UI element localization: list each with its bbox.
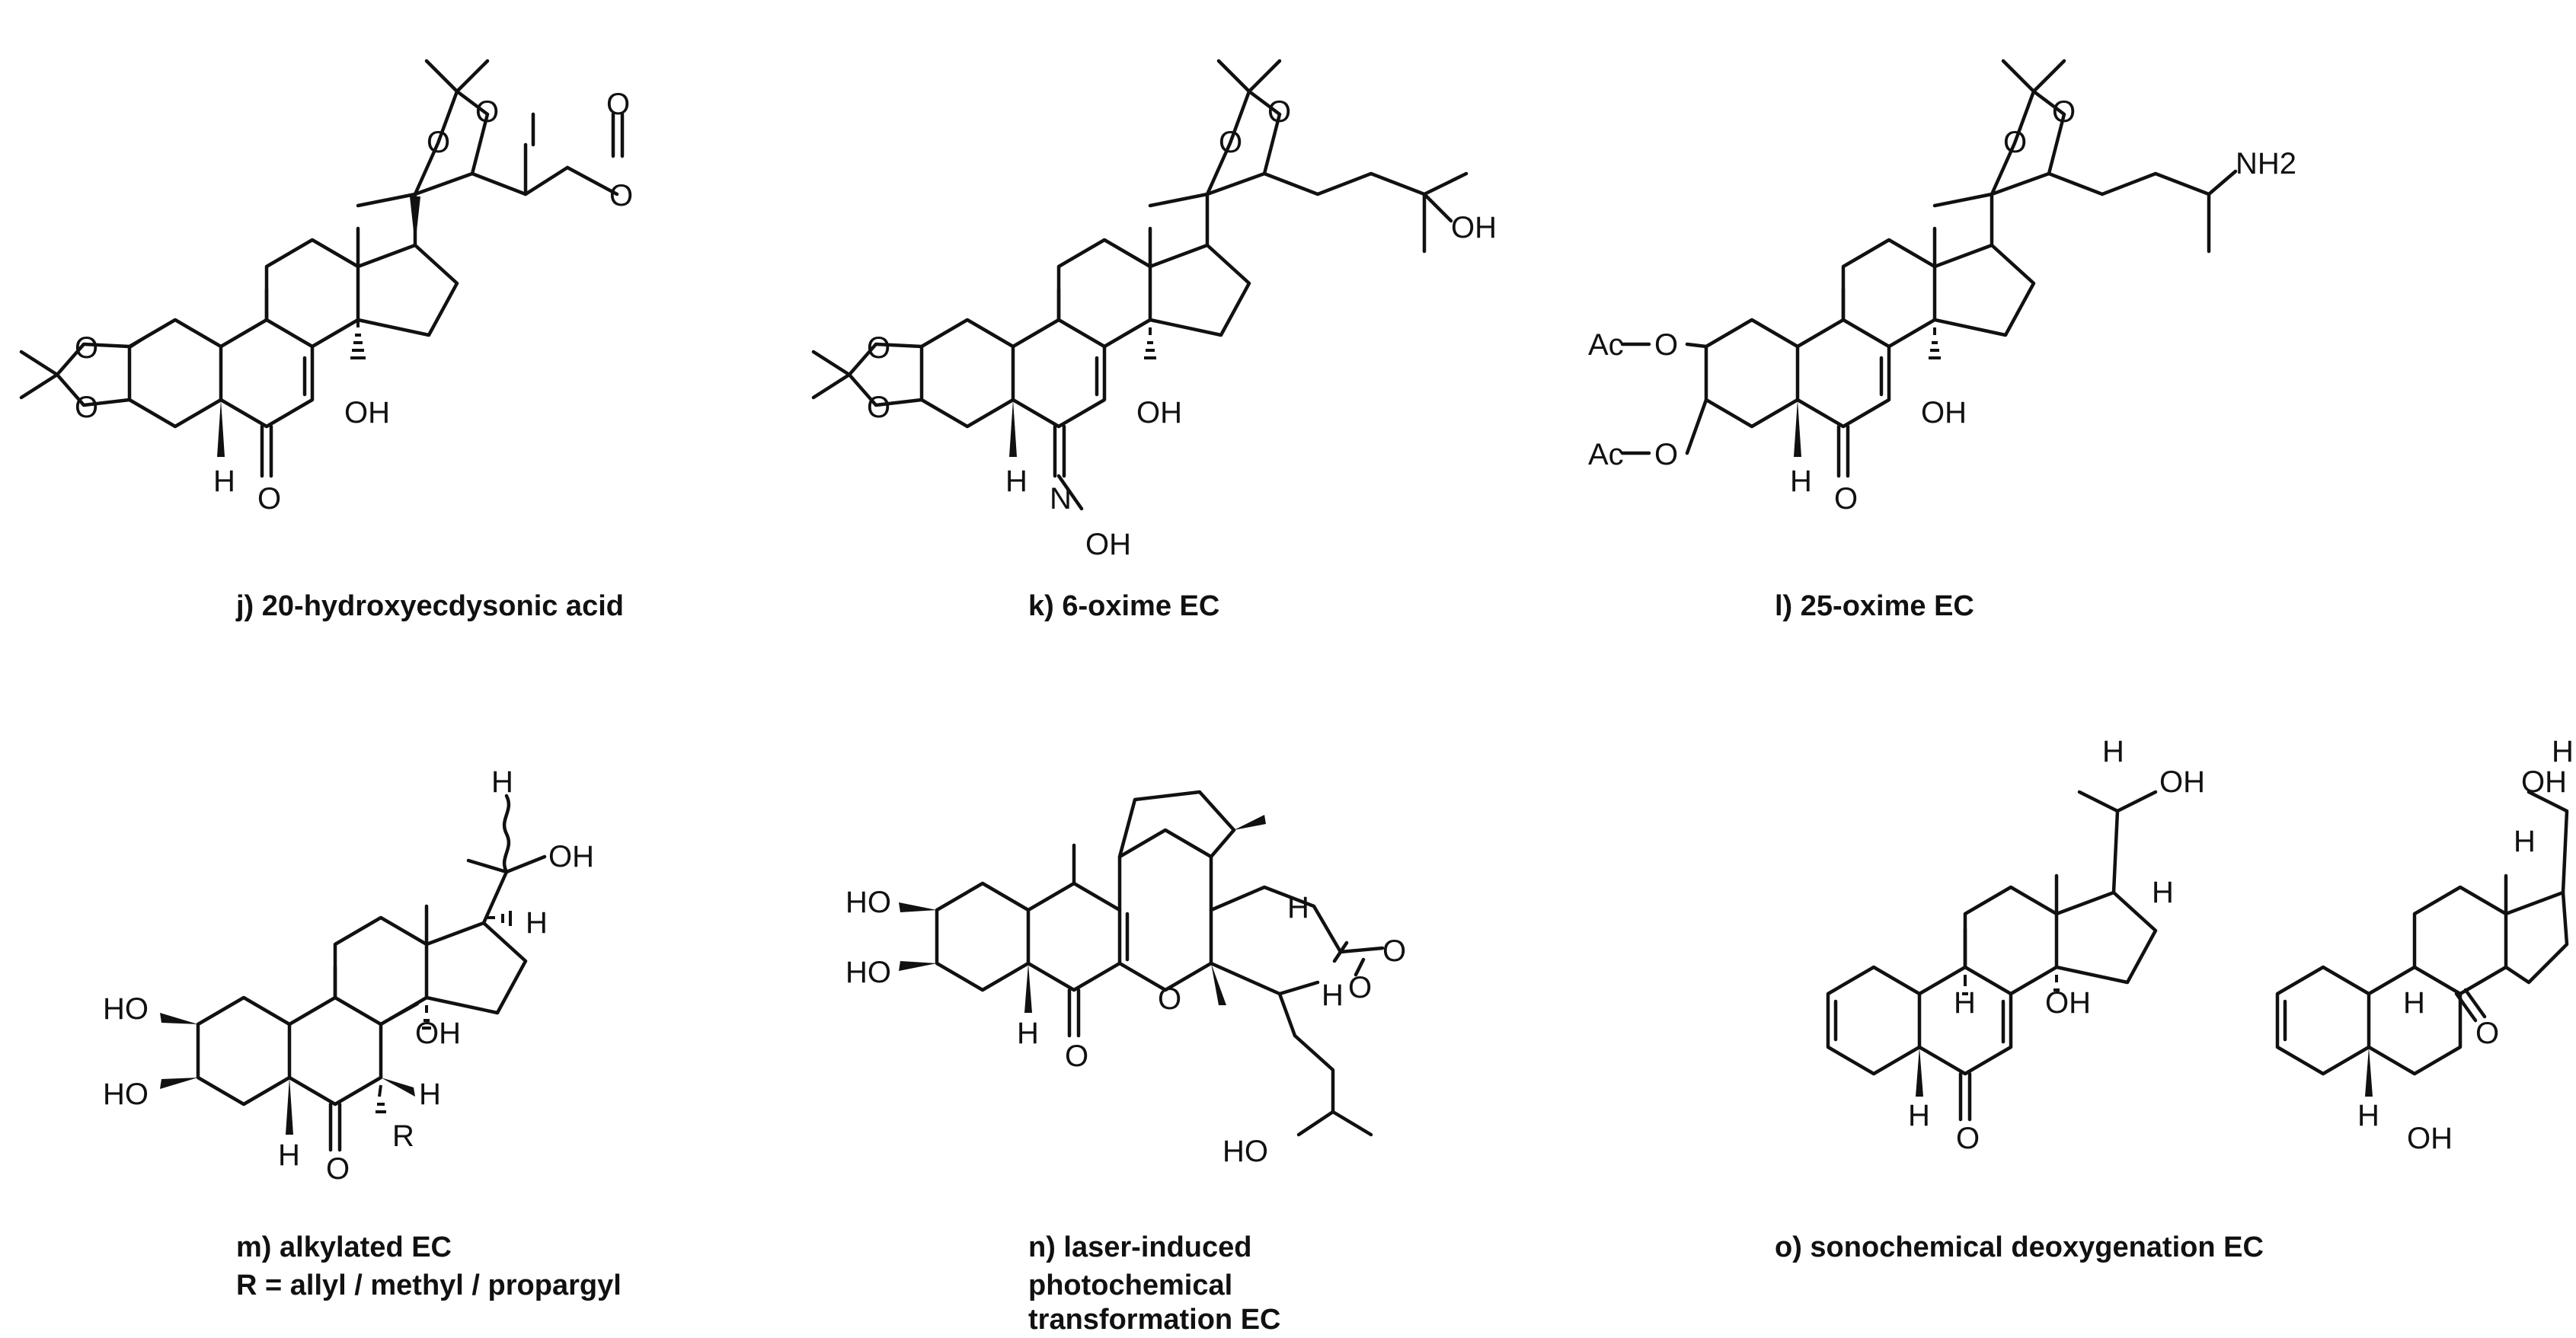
atom-O: O	[1834, 482, 1858, 516]
bonds-k	[811, 59, 1469, 511]
atom-HO: HO	[845, 956, 891, 989]
atom-O: O	[1654, 328, 1678, 362]
compound-caption-line: m) alkylated EC	[236, 1231, 452, 1263]
caption-k: k) 6-oxime EC	[1028, 590, 1219, 622]
bonds-n	[899, 790, 1385, 1137]
atom-H: H	[1908, 1099, 1930, 1132]
compound-caption-line: photochemical	[1028, 1269, 1232, 1301]
atom-labels-n: HO HO H O O H H O O HO	[845, 886, 1406, 1168]
atom-O: O	[1158, 982, 1181, 1016]
compound-caption-line: k) 6-oxime EC	[1028, 590, 1219, 622]
atom-OH: OH	[1085, 528, 1131, 561]
atom-NH2: NH2	[2236, 147, 2296, 180]
compound-caption-line: l) 25-oxime EC	[1775, 590, 1974, 622]
atom-H: H	[2514, 825, 2536, 858]
atom-labels-o: H OH H O H H OH H O H OH H H OH	[1908, 735, 2574, 1155]
compound-j: O O O O OH H O O O j) 20-hydroxyecdysoni…	[19, 59, 633, 622]
atom-H: H	[2357, 1099, 2379, 1132]
atom-O: O	[1065, 1039, 1088, 1073]
atom-OH: OH	[2159, 765, 2205, 799]
atom-O: O	[75, 391, 98, 424]
atom-O: O	[257, 482, 281, 516]
atom-O: O	[2052, 95, 2076, 129]
compound-caption-line: o) sonochemical deoxygenation EC	[1775, 1231, 2264, 1263]
atom-O: O	[475, 95, 499, 129]
atom-OH: OH	[415, 1017, 461, 1050]
atom-H: H	[419, 1078, 441, 1111]
atom-labels-k: O O O O OH H N OH OH	[867, 95, 1497, 561]
atom-OH: OH	[548, 840, 594, 873]
atom-H: H	[2152, 876, 2174, 909]
atom-OH: OH	[2045, 986, 2091, 1020]
bonds-o	[1826, 790, 2569, 1122]
atom-H: H	[526, 906, 548, 940]
bonds-l	[1620, 59, 2238, 478]
atom-O: O	[427, 126, 450, 159]
atom-O: O	[2003, 126, 2027, 159]
atom-HO: HO	[845, 886, 891, 919]
atom-H: H	[1322, 979, 1344, 1012]
compound-n: HO HO H O O H H O O HO n) laser-induced …	[845, 790, 1406, 1336]
compound-o: H OH H O H H OH H O H OH H H OH o) sonoc…	[1775, 735, 2574, 1263]
atom-H: H	[1954, 986, 1976, 1020]
atom-labels-j: O O O O OH H O O O	[75, 88, 633, 516]
compound-caption-line: transformation EC	[1028, 1304, 1280, 1334]
atom-O: O	[606, 88, 630, 121]
atom-OH: OH	[1451, 211, 1497, 244]
caption-l: l) 25-oxime EC	[1775, 590, 1974, 622]
compound-caption-line: R = allyl / methyl / propargyl	[236, 1269, 622, 1301]
atom-O: O	[1219, 126, 1242, 159]
atom-H: H	[2552, 735, 2574, 768]
atom-O: O	[609, 179, 633, 212]
atom-OH: OH	[2521, 765, 2567, 799]
compound-caption-line: j) 20-hydroxyecdysonic acid	[235, 590, 624, 622]
atom-Ac: Ac	[1588, 328, 1624, 362]
atom-labels-m: HO HO OH H O R H H H OH	[103, 765, 594, 1186]
atom-OH: OH	[1136, 396, 1182, 430]
atom-O: O	[867, 391, 890, 424]
atom-OH: OH	[344, 396, 390, 430]
atom-H: H	[278, 1138, 300, 1172]
atom-H: H	[2403, 986, 2425, 1020]
caption-m: m) alkylated EC R = allyl / methyl / pro…	[236, 1231, 622, 1301]
atom-H: H	[2102, 735, 2124, 768]
atom-O: O	[2475, 1017, 2499, 1050]
atom-HO: HO	[103, 992, 149, 1026]
atom-R: R	[392, 1119, 414, 1153]
atom-H: H	[1017, 1017, 1039, 1050]
atom-O: O	[1348, 971, 1372, 1004]
atom-O: O	[867, 331, 890, 365]
bonds-m	[160, 794, 547, 1152]
atom-Ac: Ac	[1588, 438, 1624, 471]
atom-OH: OH	[2407, 1122, 2453, 1155]
atom-H: H	[213, 465, 235, 498]
atom-N: N	[1050, 482, 1072, 516]
atom-O: O	[1956, 1122, 1980, 1155]
compound-m: HO HO OH H O R H H H OH m) alkylated EC …	[103, 765, 622, 1301]
atom-H: H	[1005, 465, 1028, 498]
atom-H: H	[1287, 891, 1309, 924]
compound-caption-line: n) laser-induced	[1028, 1231, 1252, 1263]
compound-l: Ac O Ac O O O OH H O NH2 l) 25-oxime EC	[1588, 59, 2296, 622]
bonds-j	[19, 59, 625, 478]
atom-H: H	[1790, 465, 1812, 498]
atom-O: O	[1382, 934, 1406, 968]
atom-HO: HO	[103, 1078, 149, 1111]
caption-j: j) 20-hydroxyecdysonic acid	[235, 590, 624, 622]
caption-n: n) laser-induced photochemical transform…	[1028, 1231, 1280, 1336]
caption-o: o) sonochemical deoxygenation EC	[1775, 1231, 2264, 1263]
compound-k: O O O O OH H N OH OH k) 6-oxime EC	[811, 59, 1497, 622]
atom-HO: HO	[1222, 1135, 1268, 1168]
atom-O: O	[75, 331, 98, 365]
atom-O: O	[1654, 438, 1678, 471]
atom-labels-l: Ac O Ac O O O OH H O NH2	[1588, 95, 2296, 516]
atom-OH: OH	[1921, 396, 1967, 430]
atom-O: O	[326, 1152, 350, 1186]
atom-O: O	[1267, 95, 1291, 129]
atom-H: H	[491, 765, 513, 799]
